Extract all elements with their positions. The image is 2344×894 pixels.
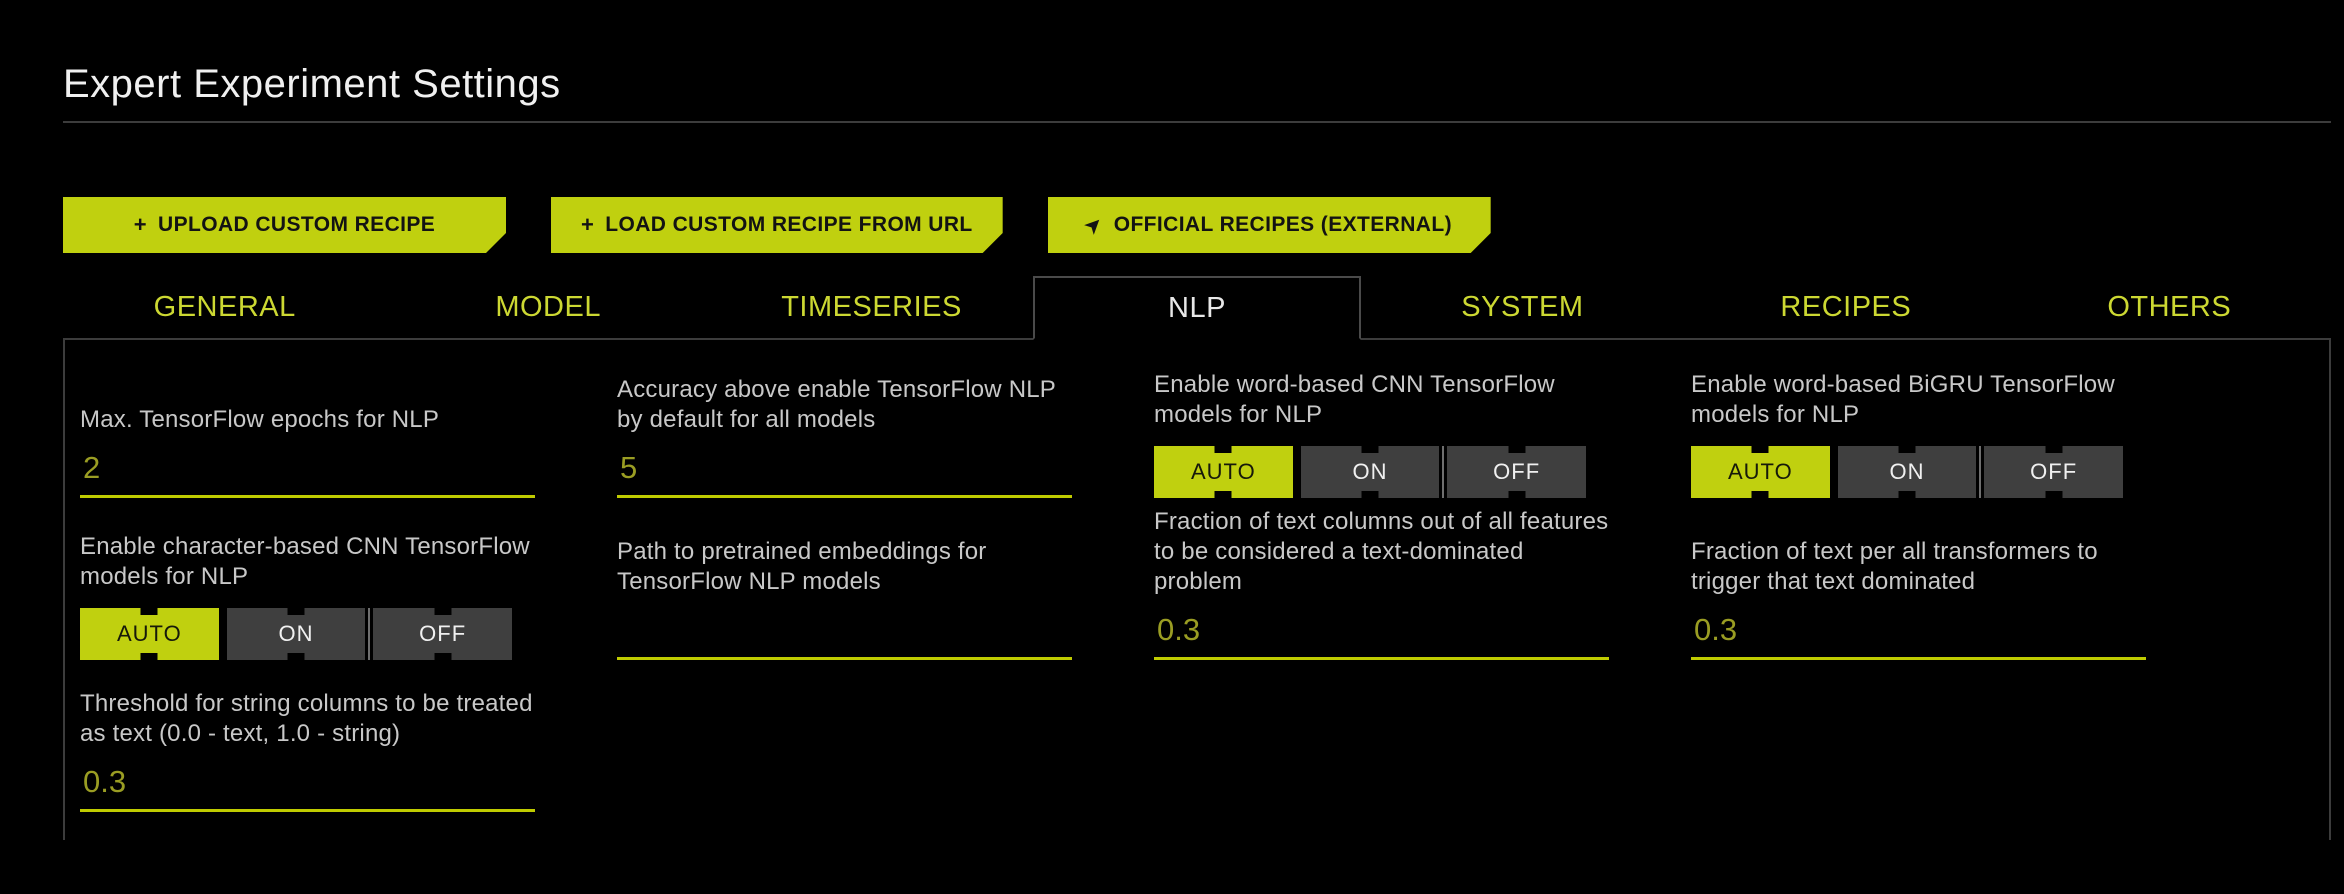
field-cell: Accuracy above enable TensorFlow NLP by …: [617, 340, 1072, 498]
settings-tab-bar: GENERAL MODEL TIMESERIES NLP SYSTEM RECI…: [63, 276, 2331, 340]
field-label: Accuracy above enable TensorFlow NLP by …: [617, 376, 1056, 433]
toggle-option-off[interactable]: OFF: [1984, 446, 2124, 498]
text-input[interactable]: 5: [617, 451, 1072, 498]
tab-others[interactable]: OTHERS: [2107, 290, 2232, 323]
plus-icon: +: [581, 212, 595, 237]
button-label: UPLOAD CUSTOM RECIPE: [158, 213, 436, 236]
tab-model[interactable]: MODEL: [495, 290, 601, 323]
input-value: 2: [83, 450, 101, 485]
tab-recipes[interactable]: RECIPES: [1780, 290, 1912, 323]
input-value: 0.3: [1157, 612, 1201, 647]
text-input[interactable]: 0.3: [1691, 613, 2146, 660]
toggle-option-auto[interactable]: AUTO: [1691, 446, 1830, 498]
input-value: 5: [620, 450, 638, 485]
field-cell: Fraction of text per all transformers to…: [1691, 498, 2146, 660]
button-label: LOAD CUSTOM RECIPE FROM URL: [605, 213, 973, 236]
field-label: Max. TensorFlow epochs for NLP: [80, 406, 440, 433]
toggle-divider: [1979, 446, 1982, 498]
toggle-option-on[interactable]: ON: [1837, 446, 1977, 498]
toggle-option-off[interactable]: OFF: [1447, 446, 1587, 498]
toggle-option-auto[interactable]: AUTO: [1154, 446, 1293, 498]
field-cell: Fraction of text columns out of all feat…: [1154, 498, 1609, 660]
toggle-option-on[interactable]: ON: [1300, 446, 1440, 498]
fields-column: Enable word-based CNN TensorFlow models …: [1154, 340, 1609, 812]
page-title: Expert Experiment Settings: [63, 62, 561, 106]
expert-settings-page: Expert Experiment Settings + UPLOAD CUST…: [0, 62, 2344, 840]
field-label: Enable character-based CNN TensorFlow mo…: [80, 533, 530, 590]
tab-general[interactable]: GENERAL: [153, 290, 296, 323]
external-link-icon: ➤: [1081, 211, 1108, 239]
recipe-toolbar: + UPLOAD CUSTOM RECIPE + LOAD CUSTOM REC…: [63, 197, 2331, 253]
tab-system[interactable]: SYSTEM: [1461, 290, 1584, 323]
input-value: 0.3: [83, 764, 127, 799]
fields-column: Enable word-based BiGRU TensorFlow model…: [1691, 340, 2146, 812]
field-label: Path to pretrained embeddings for Tensor…: [617, 538, 987, 595]
field-label: Enable word-based CNN TensorFlow models …: [1154, 371, 1555, 428]
tab-timeseries[interactable]: TIMESERIES: [781, 290, 962, 323]
field-cell: Path to pretrained embeddings for Tensor…: [617, 498, 1072, 660]
text-input[interactable]: 0.3: [80, 765, 535, 812]
text-input[interactable]: [617, 613, 1072, 660]
text-input[interactable]: 0.3: [1154, 613, 1609, 660]
toggle-option-on[interactable]: ON: [226, 608, 366, 660]
button-label: OFFICIAL RECIPES (EXTERNAL): [1113, 213, 1452, 236]
load-custom-recipe-url-button[interactable]: + LOAD CUSTOM RECIPE FROM URL: [551, 197, 1003, 253]
title-divider: [63, 121, 2331, 123]
plus-icon: +: [133, 212, 148, 237]
field-label: Fraction of text columns out of all feat…: [1154, 508, 1609, 595]
field-cell: Max. TensorFlow epochs for NLP 2: [80, 340, 535, 498]
toggle-divider: [368, 608, 371, 660]
field-cell: Enable word-based CNN TensorFlow models …: [1154, 340, 1609, 498]
tab-nlp[interactable]: NLP: [1033, 276, 1361, 340]
toggle-option-off[interactable]: OFF: [373, 608, 513, 660]
text-input[interactable]: 2: [80, 451, 535, 498]
field-label: Fraction of text per all transformers to…: [1691, 538, 2098, 595]
field-cell: Threshold for string columns to be treat…: [80, 660, 535, 812]
toggle-option-auto[interactable]: AUTO: [80, 608, 219, 660]
official-recipes-external-button[interactable]: ➤ OFFICIAL RECIPES (EXTERNAL): [1048, 197, 1491, 253]
field-label: Enable word-based BiGRU TensorFlow model…: [1691, 371, 2115, 428]
field-cell: Enable word-based BiGRU TensorFlow model…: [1691, 340, 2146, 498]
toggle-divider: [1442, 446, 1445, 498]
fields-column: Accuracy above enable TensorFlow NLP by …: [617, 340, 1072, 812]
input-value: 0.3: [1694, 612, 1738, 647]
upload-custom-recipe-button[interactable]: + UPLOAD CUSTOM RECIPE: [63, 197, 506, 253]
field-label: Threshold for string columns to be treat…: [80, 690, 533, 747]
field-cell: Enable character-based CNN TensorFlow mo…: [80, 498, 535, 660]
